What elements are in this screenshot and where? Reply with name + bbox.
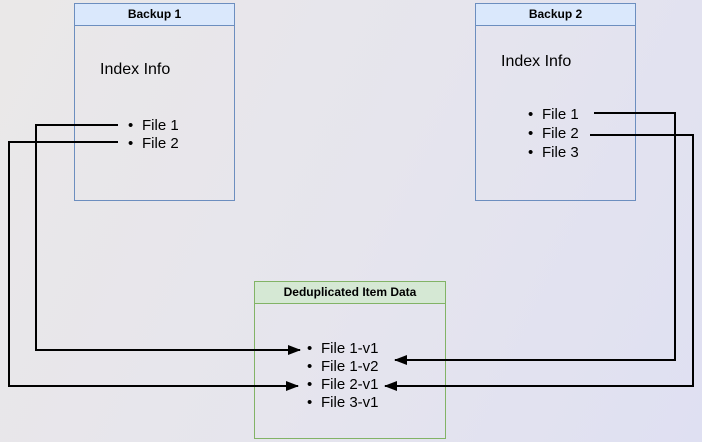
file-item: File 3 xyxy=(528,143,579,162)
backup1-box: Backup 1 Index Info File 1 File 2 xyxy=(74,3,235,201)
file-item: File 1 xyxy=(128,117,179,135)
deduplicated-item-data-title: Deduplicated Item Data xyxy=(255,282,445,304)
dedup-file-list: File 1-v1 File 1-v2 File 2-v1 File 3-v1 xyxy=(307,340,379,412)
file-item: File 2-v1 xyxy=(307,376,379,394)
file-item: File 2 xyxy=(128,135,179,153)
backup2-box: Backup 2 Index Info File 1 File 2 File 3 xyxy=(475,3,636,201)
file-item: File 1 xyxy=(528,105,579,124)
file-item: File 1-v1 xyxy=(307,340,379,358)
deduplicated-item-data-box: Deduplicated Item Data File 1-v1 File 1-… xyxy=(254,281,446,439)
backup2-index-info-label: Index Info xyxy=(501,53,572,70)
backup2-file-list: File 1 File 2 File 3 xyxy=(528,105,579,162)
backup1-file-list: File 1 File 2 xyxy=(128,117,179,153)
backup1-index-info-label: Index Info xyxy=(100,61,171,78)
file-item: File 1-v2 xyxy=(307,358,379,376)
file-item: File 3-v1 xyxy=(307,394,379,412)
backup1-title: Backup 1 xyxy=(75,4,234,26)
backup2-title: Backup 2 xyxy=(476,4,635,26)
file-item: File 2 xyxy=(528,124,579,143)
